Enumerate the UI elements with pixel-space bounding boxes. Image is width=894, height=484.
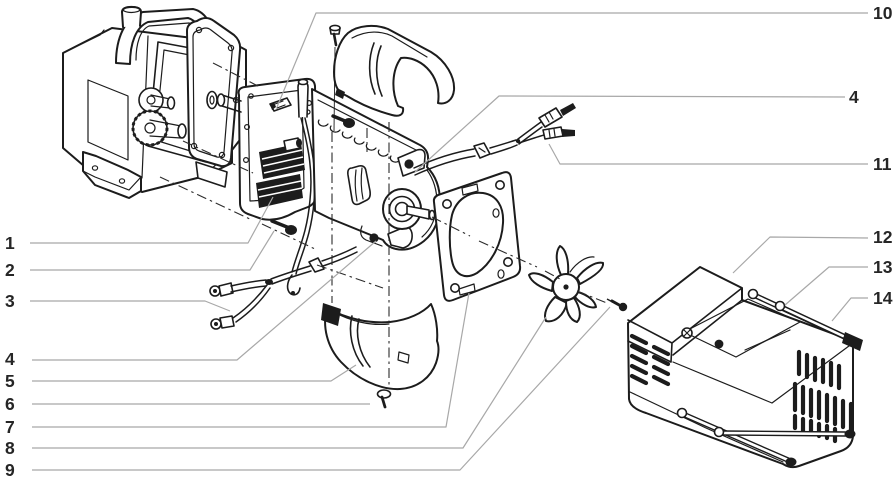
callout-label-8: 8 [5, 438, 15, 458]
callout-label-3: 3 [5, 291, 15, 311]
callout-label-6: 6 [5, 394, 15, 414]
cover-louvers-right [792, 349, 854, 444]
motor-front-plate [206, 77, 318, 296]
leader-line-10 [276, 12, 868, 108]
mounting-foot [82, 151, 228, 199]
callout-label-4r: 4 [849, 87, 859, 107]
cover-screw-round [714, 339, 724, 349]
lower-shroud [321, 303, 440, 391]
cover-screw-rod-bottom-2 [713, 426, 856, 439]
pump-housing [62, 5, 247, 199]
cover-screw-phillips [681, 327, 693, 339]
handle-knob [121, 6, 142, 28]
callout-label-9: 9 [5, 460, 15, 480]
leader-line-11 [548, 143, 868, 165]
leader-line-2 [30, 230, 275, 271]
cover-louvers-left [629, 333, 671, 387]
screw-9 [606, 298, 628, 312]
gear-small [138, 87, 176, 113]
gasket [432, 171, 522, 302]
callout-leaders [30, 12, 869, 471]
leader-line-7 [32, 292, 470, 428]
cover-top-panel [683, 298, 801, 358]
leader-line-3 [30, 300, 231, 312]
alignment-centerlines [159, 62, 608, 388]
pinion-shaft [206, 90, 242, 113]
callout-label-12: 12 [873, 227, 893, 247]
leader-line-14 [831, 297, 868, 322]
leader-line-8 [32, 316, 547, 449]
leader-line-4R [414, 95, 846, 173]
upper-shroud [333, 24, 456, 117]
screw-10 [329, 24, 341, 132]
leader-line-4L [32, 240, 377, 361]
gear-large [131, 109, 187, 147]
callout-label-11: 11 [873, 154, 892, 174]
callout-label-4: 4 [5, 349, 15, 369]
leader-line-5 [32, 364, 357, 382]
leader-line-13 [784, 266, 868, 306]
motor [311, 88, 441, 251]
fan [528, 245, 605, 323]
leader-line-9 [32, 306, 611, 471]
wire-leads-lower [209, 246, 358, 330]
screw-4-loose [331, 114, 355, 128]
motor-shaft [382, 188, 436, 230]
callout-label-1: 1 [5, 233, 15, 253]
leader-line-12 [732, 236, 869, 274]
callout-label-7: 7 [5, 417, 15, 437]
lead-wire [286, 78, 316, 296]
leader-line-1 [30, 196, 274, 244]
callout-label-5: 5 [5, 371, 15, 391]
motor-cover [627, 266, 863, 469]
screw-6 [376, 389, 392, 409]
callout-label-2: 2 [5, 260, 15, 280]
callout-label-10: 10 [873, 3, 893, 23]
callout-labels: 1 2 3 4 5 6 7 8 9 10 4 11 12 13 14 [5, 3, 893, 480]
brush-assembly [256, 137, 305, 208]
callout-label-13: 13 [873, 257, 893, 277]
screw-2 [270, 219, 297, 235]
cover-screw-rod-top-2 [774, 300, 863, 351]
wire-leads-upper [413, 103, 576, 176]
cover-screw-rod-bottom-1 [676, 407, 797, 467]
callout-label-14: 14 [873, 288, 893, 308]
